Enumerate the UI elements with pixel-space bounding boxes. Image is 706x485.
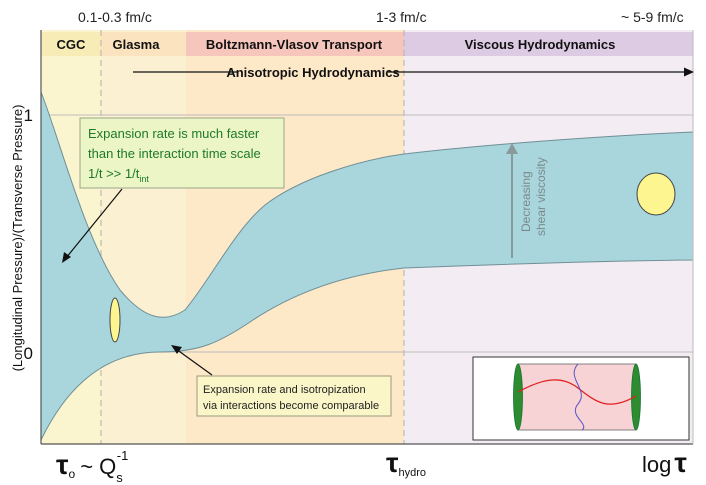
expansion-pointer-head — [62, 252, 71, 263]
y-axis-label: (Longitudinal Pressure)/(Transverse Pres… — [10, 105, 25, 372]
ineq-lhs: 1/t >> 1/t — [88, 166, 140, 181]
expansion-callout-pointer — [65, 188, 123, 259]
comparable-callout-line2: via interactions become comparable — [203, 400, 379, 412]
expansion-callout-line1: Expansion rate is much faster — [88, 126, 260, 141]
viscosity-arrow-head — [506, 143, 518, 154]
comparable-pointer-head — [171, 345, 182, 354]
tau0-q-sub: s — [116, 470, 123, 485]
time-label-mid: 1-3 fm/c — [376, 9, 427, 25]
hydro-header — [404, 32, 693, 56]
inset-red-string — [517, 379, 637, 405]
inset-tube — [517, 363, 637, 431]
aniso-arrow-head — [684, 67, 694, 77]
transport-header — [186, 32, 404, 56]
hydro-fluid-droplet — [636, 172, 676, 216]
time-label-early: 0.1-0.3 fm/c — [78, 9, 152, 25]
y-tick-one: 1 — [24, 106, 33, 125]
inset-blue-string — [573, 363, 585, 431]
log-tau-symbol: τ — [674, 447, 687, 478]
viscosity-label-line2: shear viscosity — [534, 157, 548, 236]
ineq-sub: int — [139, 174, 149, 184]
glasma-region — [101, 30, 186, 444]
y-tick-zero: 0 — [24, 344, 33, 363]
glasma-header — [101, 32, 186, 56]
comparable-callout-line1: Expansion rate and isotropization — [203, 384, 366, 396]
tau-hydro-sub: hydro — [399, 467, 427, 479]
time-label-late: ~ 5-9 fm/c — [621, 9, 684, 25]
expansion-callout-ineq: 1/t >> 1/tint — [88, 166, 149, 184]
stage-glasma: Glasma — [113, 37, 161, 52]
glasma-nucleus — [109, 297, 121, 343]
stage-cgc: CGC — [57, 37, 87, 52]
tau0-q-sup: -1 — [117, 448, 129, 463]
expansion-callout-box — [79, 117, 285, 189]
comparable-callout-box — [196, 375, 392, 417]
inset-nucleus-left — [513, 363, 523, 431]
x-label-tau0: τo ~ Qs -1 — [56, 448, 128, 485]
cgc-header — [41, 32, 101, 56]
aniso-label: Anisotropic Hydrodynamics — [226, 65, 399, 80]
viscosity-label-line1: Decreasing — [519, 171, 533, 232]
stage-transport: Boltzmann-Vlasov Transport — [206, 37, 383, 52]
stage-hydro: Viscous Hydrodynamics — [465, 37, 616, 52]
pressure-ratio-band — [40, 91, 694, 441]
inset-nucleus-right — [631, 363, 641, 431]
tau0-sub: o — [69, 467, 76, 481]
tau0-symbol: τ — [56, 449, 69, 480]
tau-hydro-symbol: τ — [386, 447, 399, 478]
comparable-callout-pointer — [175, 348, 213, 376]
expansion-callout-line2: than the interaction time scale — [88, 146, 261, 161]
x-label-tau-hydro: τhydro — [386, 447, 426, 479]
log-tau-log: log — [642, 452, 671, 477]
tau0-approx: ~ Q — [80, 454, 116, 479]
